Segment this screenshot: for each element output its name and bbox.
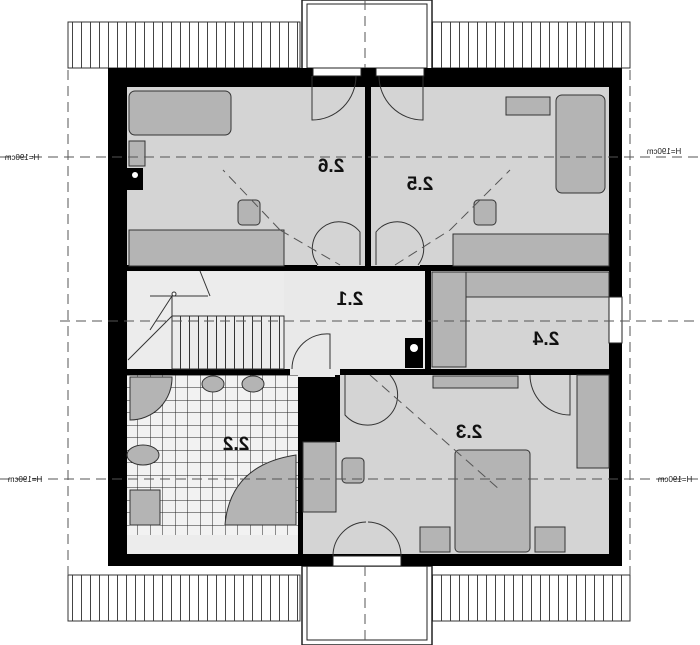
furniture [126,90,610,553]
room-label-2-3: 2.3 [456,422,482,443]
height-label: H=190cm [7,475,42,484]
balcony-bottom [301,565,433,645]
roof-eaves [67,21,631,622]
interior-walls [127,68,609,566]
doors [291,75,571,557]
room-label-2-1: 2.1 [336,289,363,310]
room-label-2-6: 2.6 [318,156,344,177]
room-labels: 2.6 2.5 2.1 2.4 2.3 2.2 [223,156,559,455]
windows [312,67,623,567]
height-label: H=190cm [657,475,692,484]
room-label-2-5: 2.5 [406,174,433,195]
balcony-top [301,0,433,71]
staircase [127,270,285,370]
height-label: H=190cm [4,153,39,162]
room-label-2-2: 2.2 [223,434,249,455]
height-label: H=190cm [646,147,681,156]
room-label-2-4: 2.4 [532,329,559,350]
height-labels: H=190cm H=190cm H=190cm H=190cm [4,147,692,484]
